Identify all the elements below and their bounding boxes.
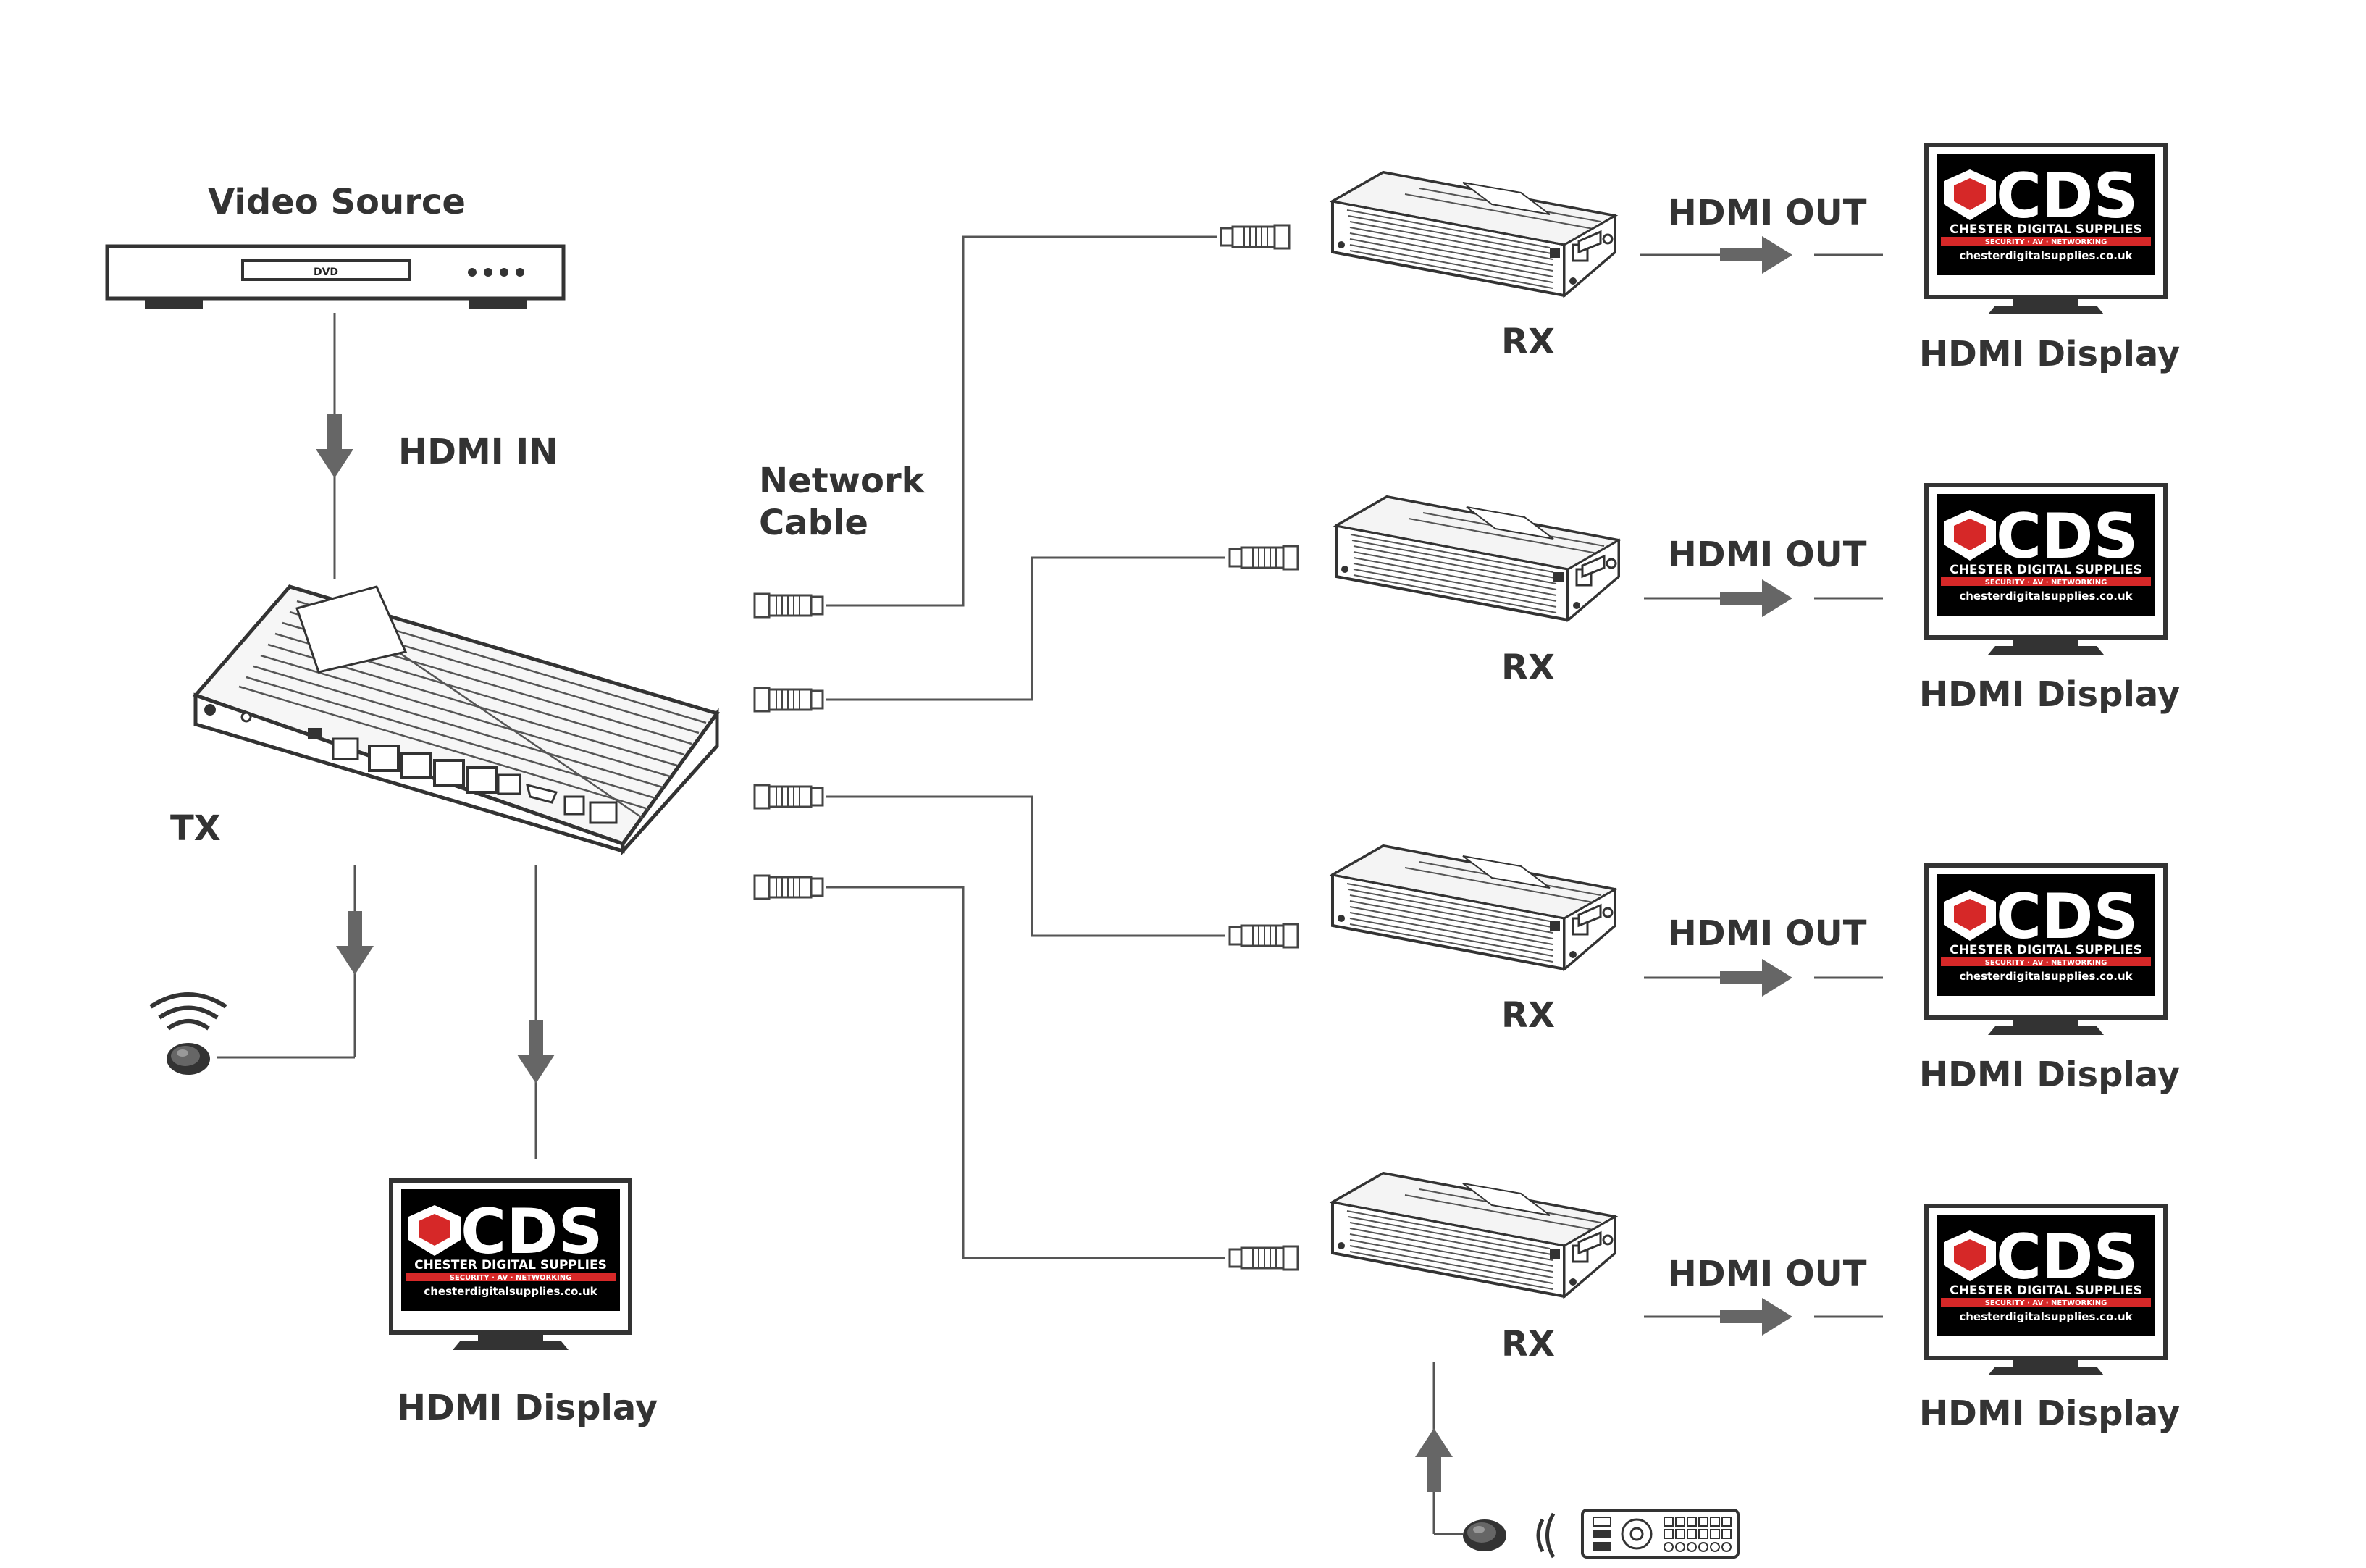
receiver-icon (1331, 1172, 1616, 1298)
rx-label-3: RX (1501, 995, 1555, 1036)
arrow-icon (1415, 1428, 1453, 1492)
arrow-icon (316, 414, 353, 478)
arrow-icon (1720, 579, 1792, 617)
video-source-label: Video Source (208, 182, 466, 222)
rx-label-1: RX (1501, 322, 1555, 362)
arrow-icon (1720, 1298, 1792, 1336)
local-display-label: HDMI Display (397, 1388, 658, 1428)
hdmi-out-label-2: HDMI OUT (1668, 534, 1867, 575)
arrow-icon (336, 911, 374, 975)
arrow-icon (1720, 236, 1792, 274)
dvd-label: DVD (314, 267, 338, 278)
arrow-icon (517, 1020, 555, 1083)
receiver-icon (1331, 844, 1616, 970)
rx-label-2: RX (1501, 647, 1555, 688)
hdmi-display-label-1: HDMI Display (1919, 334, 2180, 374)
ir-extender-icon (1463, 1512, 1556, 1559)
tv-icon (1926, 145, 2165, 314)
hdmi-display-label-3: HDMI Display (1919, 1055, 2180, 1095)
tv-icon (1926, 485, 2165, 655)
receiver-icon (1335, 495, 1620, 621)
network-cable-4 (753, 874, 1299, 1271)
hdmi-display-label-4: HDMI Display (1919, 1393, 2180, 1434)
dvd-player-icon (105, 244, 566, 309)
hdmi-out-label-4: HDMI OUT (1668, 1254, 1867, 1294)
remote-control-icon (1581, 1509, 1740, 1559)
ir-extender-icon (149, 992, 227, 1075)
hdmi-out-label-1: HDMI OUT (1668, 193, 1867, 233)
tv-icon (391, 1181, 630, 1350)
receiver-icon (1331, 171, 1616, 297)
network-cable-label-line2: Cable (759, 503, 868, 543)
network-cable-label-line1: Network (759, 461, 926, 501)
rx-label-4: RX (1501, 1324, 1555, 1364)
transmitter-icon (192, 584, 721, 856)
hdmi-in-label: HDMI IN (398, 432, 558, 472)
hdmi-out-label-3: HDMI OUT (1668, 913, 1867, 954)
tx-label: TX (170, 808, 221, 849)
network-cable-1 (753, 224, 1291, 619)
hdmi-display-label-2: HDMI Display (1919, 674, 2180, 715)
network-cable-2 (753, 545, 1299, 713)
tv-icon (1926, 1206, 2165, 1375)
tv-icon (1926, 865, 2165, 1035)
network-cable-3 (753, 784, 1299, 949)
arrow-icon (1720, 959, 1792, 997)
